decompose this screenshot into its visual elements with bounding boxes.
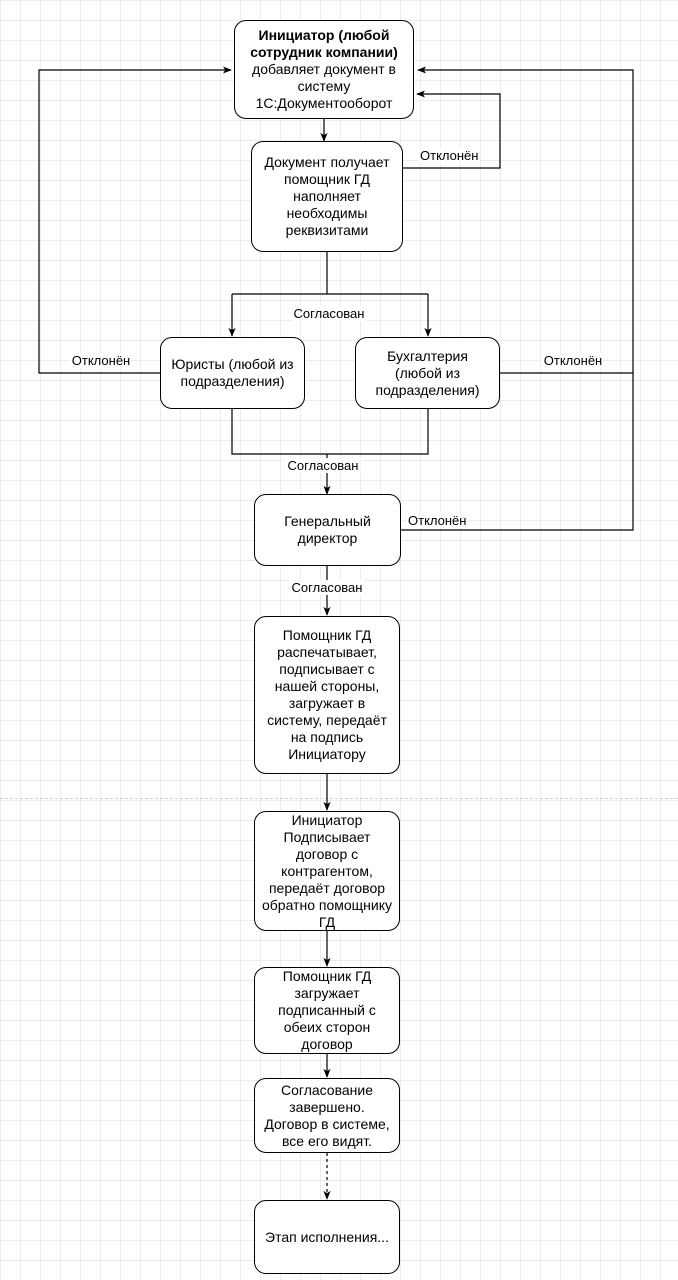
page-break-line [0, 798, 678, 799]
edge-label-gd-rejected: Отклонён [406, 513, 469, 528]
accounting-node: Бухгалтерия (любой из подразделения) [355, 337, 500, 409]
edge-lawyers-merge [231, 409, 429, 455]
accounting-text: Бухгалтерия (любой из подразделения) [375, 347, 480, 398]
initiator-sign-node: Инициатор Подписывает договор с контраге… [254, 811, 400, 931]
edge-label-approved-split: Согласован [291, 306, 367, 321]
execution-node: Этап исполнения... [254, 1200, 400, 1274]
initiator-sign-text: Инициатор Подписывает договор с контраге… [261, 811, 393, 930]
assistant-upload-text: Помощник ГД загружает подписанный с обеи… [278, 968, 376, 1052]
assistant-upload-node: Помощник ГД загружает подписанный с обеи… [254, 967, 400, 1054]
general-director-node: Генеральный директор [254, 494, 401, 566]
execution-text: Этап исполнения... [265, 1228, 389, 1245]
assistant-receive-node: Документ получает помощник ГД наполняет … [251, 141, 403, 252]
edge-label-assistant-rejected: Отклонён [418, 148, 481, 163]
edge-label-approved-merge: Согласован [285, 458, 361, 473]
initiator-node: Инициатор (любой сотрудник компании) доб… [234, 20, 414, 119]
edge-accounting-rejected [417, 66, 634, 374]
general-director-text: Генеральный директор [284, 513, 371, 546]
lawyers-text: Юристы (любой из подразделения) [171, 356, 294, 389]
edge-lawyers-rejected [38, 66, 232, 374]
edge-label-lawyers-rejected: Отклонён [69, 353, 133, 368]
initiator-text: добавляет документ в систему 1С:Документ… [252, 61, 396, 111]
lawyers-node: Юристы (любой из подразделения) [160, 337, 305, 409]
assistant-print-node: Помощник ГД распечатывает, подписывает с… [254, 616, 400, 774]
edge-gd-rejected [401, 373, 634, 531]
approval-done-text: Согласование завершено. Договор в систем… [264, 1081, 390, 1149]
initiator-title: Инициатор (любой сотрудник компании) [250, 27, 398, 60]
edge-assistant-rejected [403, 90, 501, 169]
assistant-receive-text: Документ получает помощник ГД наполняет … [264, 154, 390, 238]
edge-label-gd-approved: Согласован [289, 580, 365, 595]
edge-label-accounting-rejected: Отклонён [541, 353, 605, 368]
assistant-print-text: Помощник ГД распечатывает, подписывает с… [267, 627, 387, 762]
approval-done-node: Согласование завершено. Договор в систем… [254, 1078, 400, 1153]
